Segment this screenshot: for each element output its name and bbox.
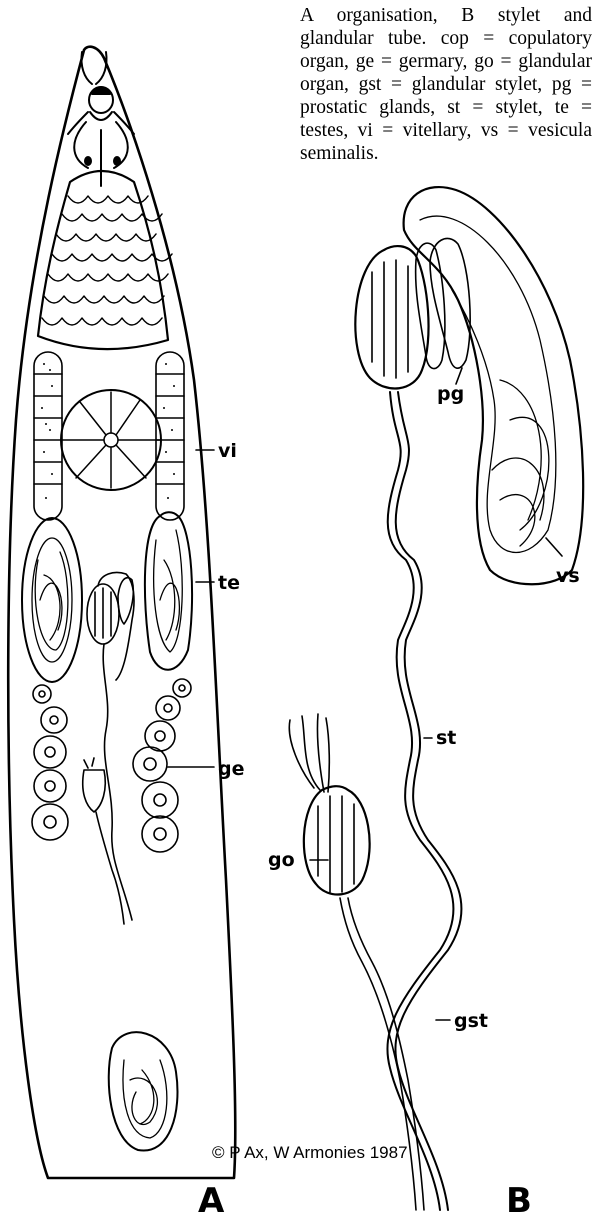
panel-label-b: B: [506, 1181, 532, 1221]
body-outline: [6, 45, 237, 1180]
pharynx-scales: [36, 170, 173, 351]
vitellary-left: [33, 351, 63, 521]
panel-label-a: A: [198, 1181, 225, 1221]
leader-lines: [167, 367, 563, 1021]
germary-left: [31, 684, 69, 841]
label-vi: vi: [218, 440, 237, 462]
vitellary-right: [155, 351, 185, 521]
anterior-organ: [67, 51, 135, 187]
germary-right: [132, 678, 192, 853]
stylet-organ-b: [288, 185, 585, 1211]
label-pg: pg: [437, 383, 464, 405]
prostatic-glands: [414, 237, 471, 370]
figure-caption: A organisation, B stylet and glandular t…: [300, 5, 592, 164]
vesicula-seminalis: [402, 185, 585, 586]
label-ge: ge: [218, 758, 245, 780]
testis-left: [21, 517, 83, 683]
pharynx-disc: [60, 389, 162, 491]
stylet: [386, 391, 455, 1211]
glandular-organ: [288, 713, 425, 1211]
copyright-notice: © P Ax, W Armonies 1987: [212, 1143, 408, 1162]
label-gst: gst: [454, 1010, 488, 1032]
label-te: te: [218, 572, 240, 594]
posterior-organ: [107, 1031, 179, 1152]
copulatory-bulb: [354, 244, 430, 390]
label-vs: vs: [556, 565, 580, 587]
copulatory-organ-a: [81, 571, 135, 925]
organism-a: [6, 45, 237, 1180]
testis-right: [143, 511, 194, 671]
label-st: st: [436, 727, 456, 749]
label-go: go: [268, 849, 295, 871]
